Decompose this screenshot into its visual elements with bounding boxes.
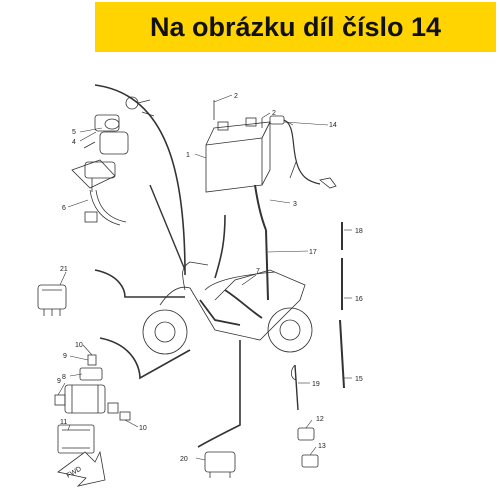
callout-10a: 10 <box>75 342 83 349</box>
callout-3: 3 <box>293 201 297 208</box>
callout-19: 19 <box>312 381 320 388</box>
callout-12: 12 <box>316 416 324 423</box>
callout-8: 8 <box>62 374 66 381</box>
divider-battery <box>214 214 226 279</box>
wire-clip-19 <box>290 364 299 411</box>
battery-cable-14 <box>269 115 337 189</box>
callout-20: 20 <box>180 456 188 463</box>
callout-14: 14 <box>329 122 337 129</box>
divider-bottom-left <box>99 337 191 380</box>
cable-tie-17 <box>265 229 269 301</box>
leader-lines <box>57 94 352 461</box>
battery <box>205 100 271 231</box>
connector-12 <box>297 427 315 441</box>
fwd-arrow <box>57 450 106 487</box>
cable-tie-15 <box>339 319 345 389</box>
callout-10b: 10 <box>139 425 147 432</box>
divider-ignition <box>149 184 186 271</box>
callout-4: 4 <box>72 139 76 146</box>
callout-16: 16 <box>355 296 363 303</box>
callout-11: 11 <box>60 419 67 426</box>
divider-bottom <box>197 340 241 448</box>
ignition-switch-group <box>71 96 155 226</box>
callout-5: 5 <box>72 129 76 136</box>
callout-9a: 9 <box>63 353 67 360</box>
part-20 <box>204 451 236 478</box>
title-banner: Na obrázku díl číslo 14 <box>95 2 496 52</box>
divider-mid-left <box>94 269 185 298</box>
callout-9b: 9 <box>57 378 61 385</box>
callout-6: 6 <box>62 205 66 212</box>
callout-7: 7 <box>256 268 260 275</box>
callout-1: 1 <box>186 152 190 159</box>
callout-2b: 2 <box>272 110 276 117</box>
connector-13 <box>301 454 319 468</box>
callout-2a: 2 <box>234 93 238 100</box>
callout-18: 18 <box>355 228 363 235</box>
relay-21 <box>37 284 67 316</box>
divider-top-left <box>94 84 186 276</box>
fuse-box-group <box>54 354 131 454</box>
callout-13: 13 <box>318 443 326 450</box>
callout-21: 21 <box>60 266 68 273</box>
callout-17: 17 <box>309 249 317 256</box>
scooter <box>142 261 313 355</box>
banner-title: Na obrázku díl číslo 14 <box>149 11 442 42</box>
callout-15: 15 <box>355 376 363 383</box>
